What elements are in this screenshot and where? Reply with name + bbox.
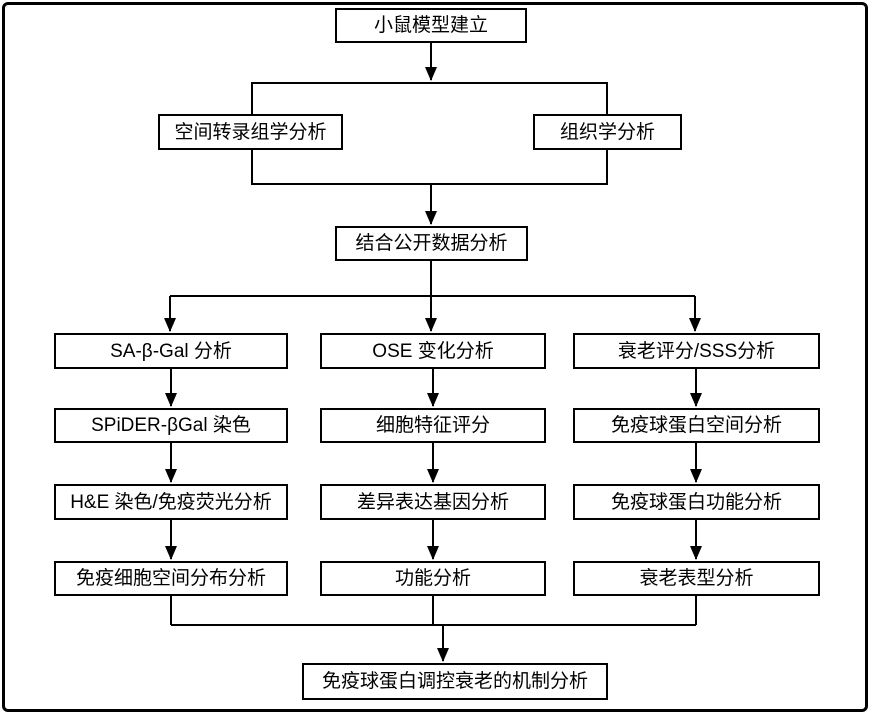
node-cell-feature-scoring: 细胞特征评分 bbox=[320, 408, 546, 443]
node-mouse-model-establishment: 小鼠模型建立 bbox=[335, 8, 527, 43]
node-senescence-score-sss-analysis: 衰老评分/SSS分析 bbox=[573, 333, 820, 369]
node-ose-change-analysis: OSE 变化分析 bbox=[320, 333, 546, 369]
node-immunoglobulin-spatial-analysis: 免疫球蛋白空间分析 bbox=[573, 408, 820, 443]
node-immunoglobulin-functional-analysis: 免疫球蛋白功能分析 bbox=[573, 484, 820, 520]
node-spider-beta-gal-staining: SPiDER-βGal 染色 bbox=[54, 408, 288, 443]
node-immune-cell-spatial-distribution-analysis: 免疫细胞空间分布分析 bbox=[54, 561, 288, 596]
node-sa-beta-gal-analysis: SA-β-Gal 分析 bbox=[54, 333, 288, 369]
node-spatial-transcriptomics-analysis: 空间转录组学分析 bbox=[158, 114, 343, 150]
node-differential-expression-gene-analysis: 差异表达基因分析 bbox=[320, 484, 546, 520]
node-functional-analysis: 功能分析 bbox=[320, 561, 546, 596]
node-immunoglobulin-senescence-mechanism-analysis: 免疫球蛋白调控衰老的机制分析 bbox=[302, 663, 608, 700]
node-senescence-phenotype-analysis: 衰老表型分析 bbox=[573, 561, 820, 596]
node-he-staining-immunofluorescence-analysis: H&E 染色/免疫荧光分析 bbox=[54, 484, 288, 520]
node-histology-analysis: 组织学分析 bbox=[533, 114, 682, 150]
node-public-data-integration-analysis: 结合公开数据分析 bbox=[335, 226, 528, 261]
